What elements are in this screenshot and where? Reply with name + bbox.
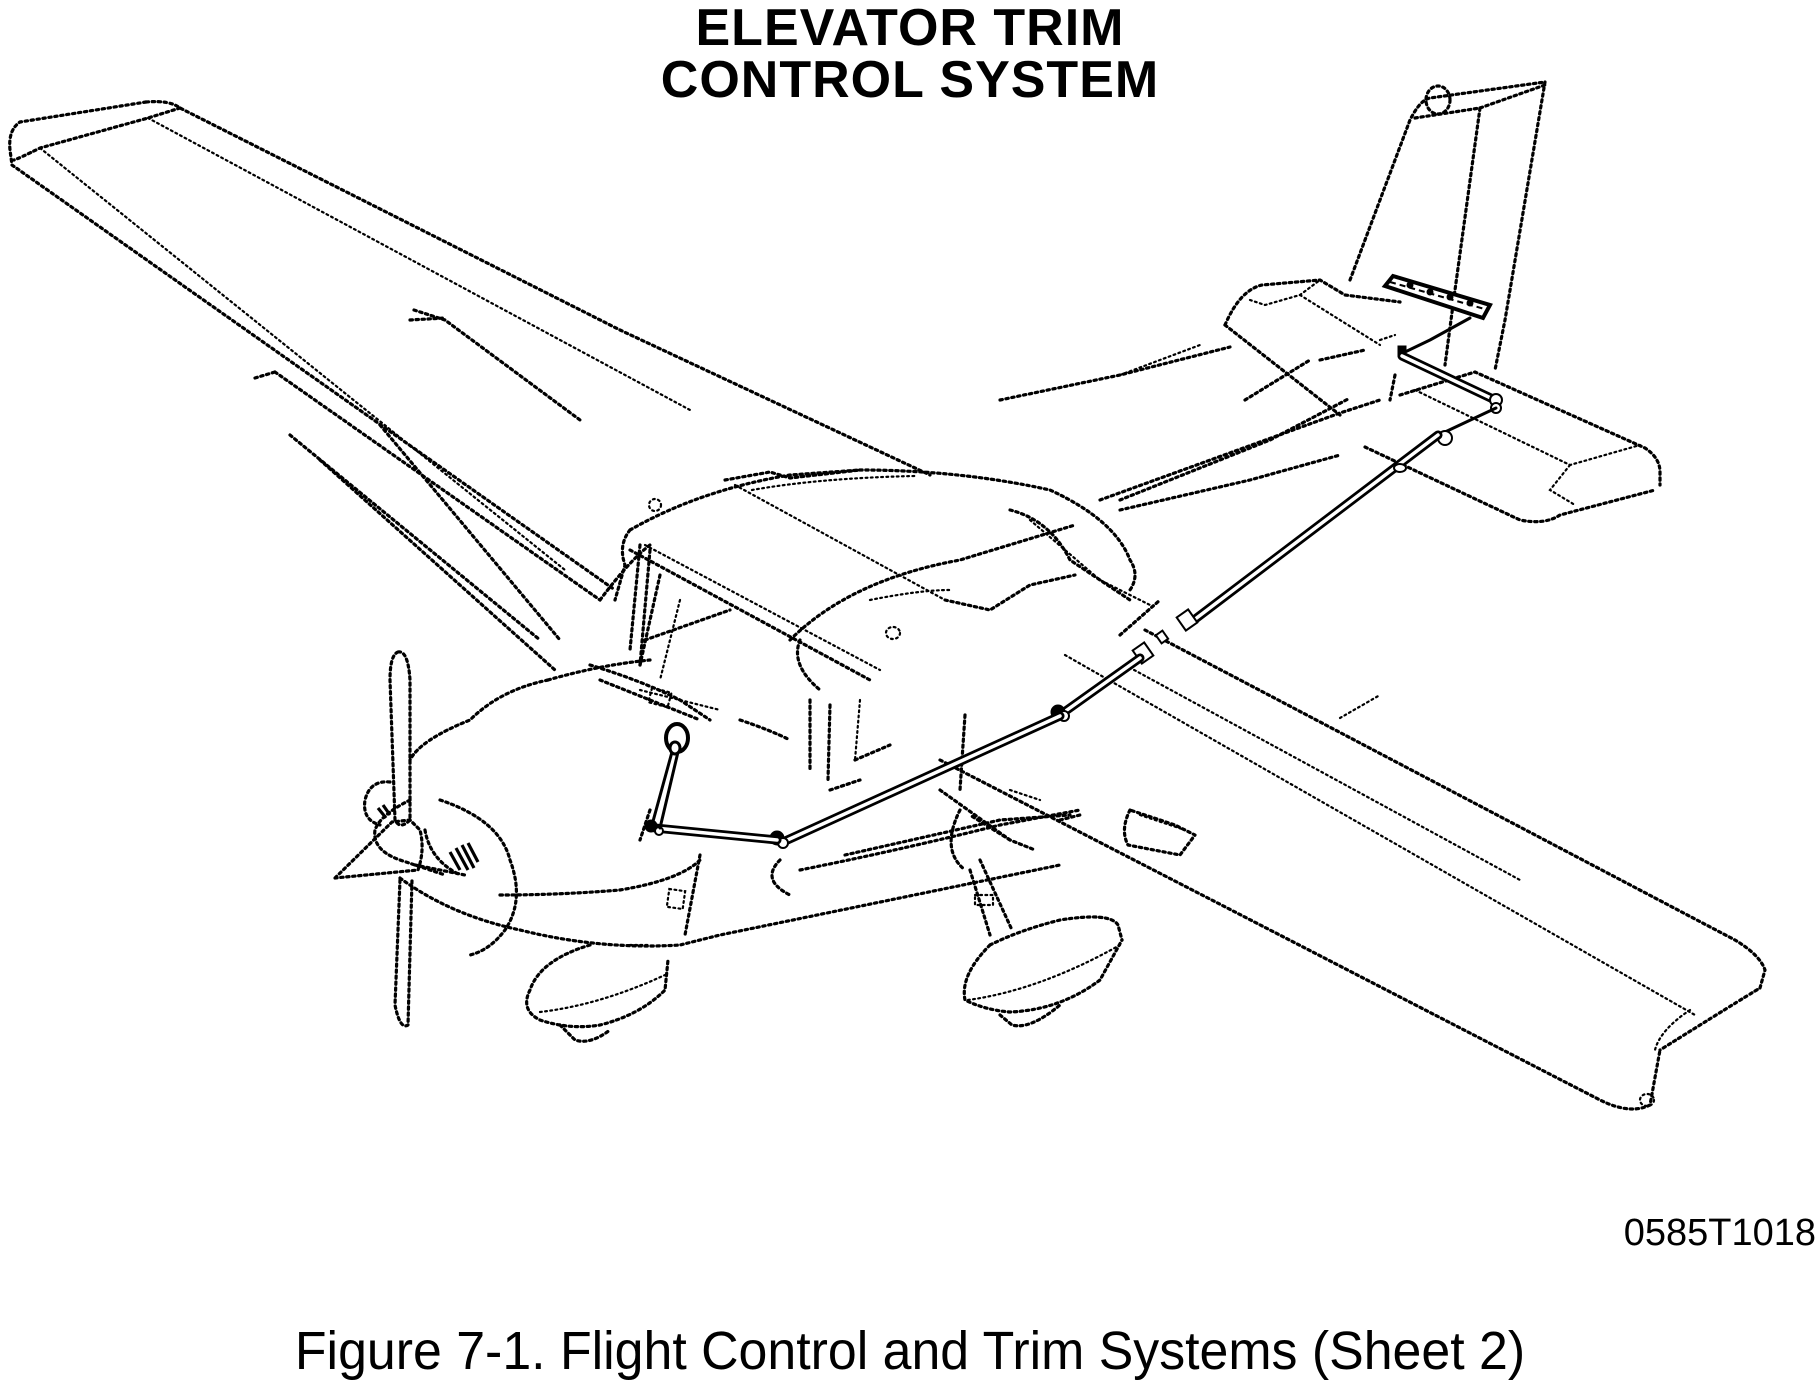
cabin-top xyxy=(598,343,1352,642)
cabin-windows xyxy=(613,528,892,792)
right-wing xyxy=(938,598,1767,1111)
turnbuckles xyxy=(1131,608,1199,665)
vertical-fin xyxy=(1348,80,1547,402)
title-line-1: ELEVATOR TRIM xyxy=(695,0,1125,57)
left-horizontal-stabilizer xyxy=(1098,278,1402,512)
cowl-intake-hatch xyxy=(448,842,480,871)
right-horizontal-stabilizer xyxy=(1363,370,1662,524)
figure-caption: Figure 7-1. Flight Control and Trim Syst… xyxy=(294,1321,1526,1381)
propeller xyxy=(333,650,424,1028)
left-wing-strut xyxy=(288,423,562,672)
elevator-trim-system xyxy=(644,273,1503,849)
fuselage xyxy=(373,658,1062,957)
left-wing xyxy=(8,100,932,602)
main-landing-gear xyxy=(770,788,1124,1028)
diagram-title: ELEVATOR TRIM CONTROL SYSTEM xyxy=(0,2,1820,106)
beacon-icon xyxy=(1424,84,1452,116)
trim-wheel-arm xyxy=(650,750,680,830)
elevator-trim-tab xyxy=(1381,273,1493,321)
drawing-number: 0585T1018 xyxy=(1623,1212,1816,1254)
fuel-cap-icon xyxy=(884,625,902,641)
trim-actuator xyxy=(1443,406,1498,434)
trim-tab-push-rod xyxy=(1403,316,1472,354)
title-line-2: CONTROL SYSTEM xyxy=(660,51,1160,109)
fuel-cap-icon xyxy=(647,497,663,513)
nose-wheel xyxy=(525,943,670,1043)
nav-light-icon xyxy=(1638,1092,1656,1108)
